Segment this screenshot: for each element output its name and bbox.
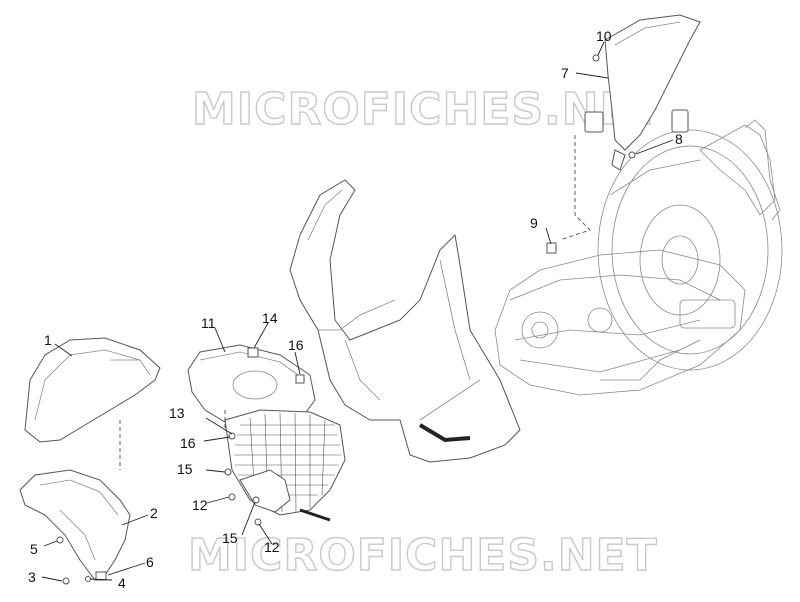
grille-panel [224,409,346,522]
part-12-screw-a [228,493,236,501]
callout-9: 9 [530,215,538,231]
part-2-mudguard-inner [19,469,131,581]
part-6-clip [95,571,107,581]
rear-wheel-frame-assembly [597,119,783,371]
engine-assembly [494,249,746,396]
watermark-bottom: MICROFICHES.NET [188,530,658,581]
callout-numbers: 1 2 3 4 5 6 7 8 9 10 11 12 12 13 14 15 1… [28,28,683,591]
callout-1: 1 [44,332,52,348]
callout-2: 2 [150,505,158,521]
leg-shield-body [289,179,521,463]
watermark-top: MICROFICHES.NET [192,84,662,135]
part-10-screw [592,54,600,62]
fasteners [56,54,636,585]
part-11-inner-panel [187,344,316,431]
part-7-rear-mudguard [584,14,701,171]
callout-7: 7 [561,65,569,81]
part-5-nut [56,536,64,544]
callout-10: 10 [596,28,612,44]
callout-16-a: 16 [180,435,196,451]
callout-13: 13 [169,405,185,421]
callout-14: 14 [262,310,278,326]
part-12-screw-b [254,518,262,526]
part-16-clip-a [295,374,305,384]
callout-16-b: 16 [288,337,304,353]
alignment-lines [119,135,591,470]
callout-5: 5 [30,541,38,557]
callout-6: 6 [146,554,154,570]
callout-15-b: 15 [222,530,238,546]
part-9-clip [546,242,557,254]
part-15-screw-b [252,496,260,504]
callout-4: 4 [118,575,126,591]
part-4-washer [85,576,91,582]
part-14-clip [247,347,259,358]
part-3-screw [62,577,70,585]
part-8-screw [628,151,636,159]
callout-15-a: 15 [177,461,193,477]
callout-12-b: 12 [264,539,280,555]
callout-11: 11 [201,315,216,331]
callout-3: 3 [28,569,36,585]
part-1-front-mudguard [24,337,161,443]
callout-12-a: 12 [192,497,208,513]
part-15-screw-a [224,468,232,476]
callout-8: 8 [675,131,683,147]
leader-lines [41,41,674,582]
part-16-clip-b [228,432,236,440]
